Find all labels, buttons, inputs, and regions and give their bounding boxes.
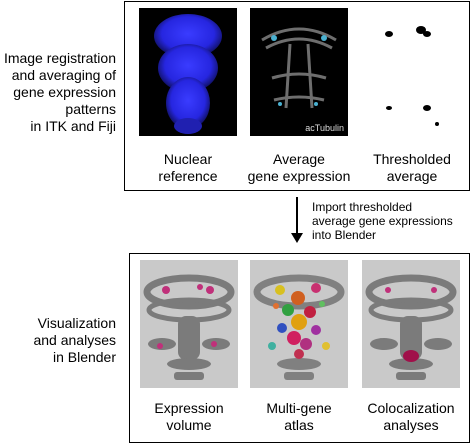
import-step-label: Import thresholded average gene expressi… bbox=[312, 200, 453, 242]
thresholded-average-image bbox=[363, 8, 461, 136]
caption-thresholded-average: Thresholded average bbox=[373, 151, 451, 184]
visualization-panel: Expression volume Multi-gene atlas Coloc… bbox=[129, 253, 470, 443]
down-arrow bbox=[291, 197, 303, 243]
caption-multi-gene-atlas: Multi-gene atlas bbox=[266, 400, 332, 433]
caption-average-expression: Average gene expression bbox=[247, 151, 351, 184]
visualization-step-label: Visualization and analyses in Blender bbox=[33, 315, 116, 365]
colocalization-render bbox=[362, 260, 460, 388]
registration-step-label: Image registration and averaging of gene… bbox=[3, 50, 116, 134]
average-expression-image: acTubulin bbox=[250, 8, 348, 136]
caption-expression-volume: Expression volume bbox=[154, 400, 224, 433]
multi-gene-atlas-render bbox=[250, 260, 348, 388]
gene-name-overlay: acTubulin bbox=[305, 123, 344, 133]
registration-panel: acTubulin Nuclear reference Average gene… bbox=[124, 1, 470, 191]
caption-nuclear-reference: Nuclear reference bbox=[158, 151, 218, 184]
expression-volume-render bbox=[140, 260, 238, 388]
nuclear-reference-image bbox=[139, 8, 237, 136]
caption-colocalization-analyses: Colocalization analyses bbox=[367, 400, 455, 433]
